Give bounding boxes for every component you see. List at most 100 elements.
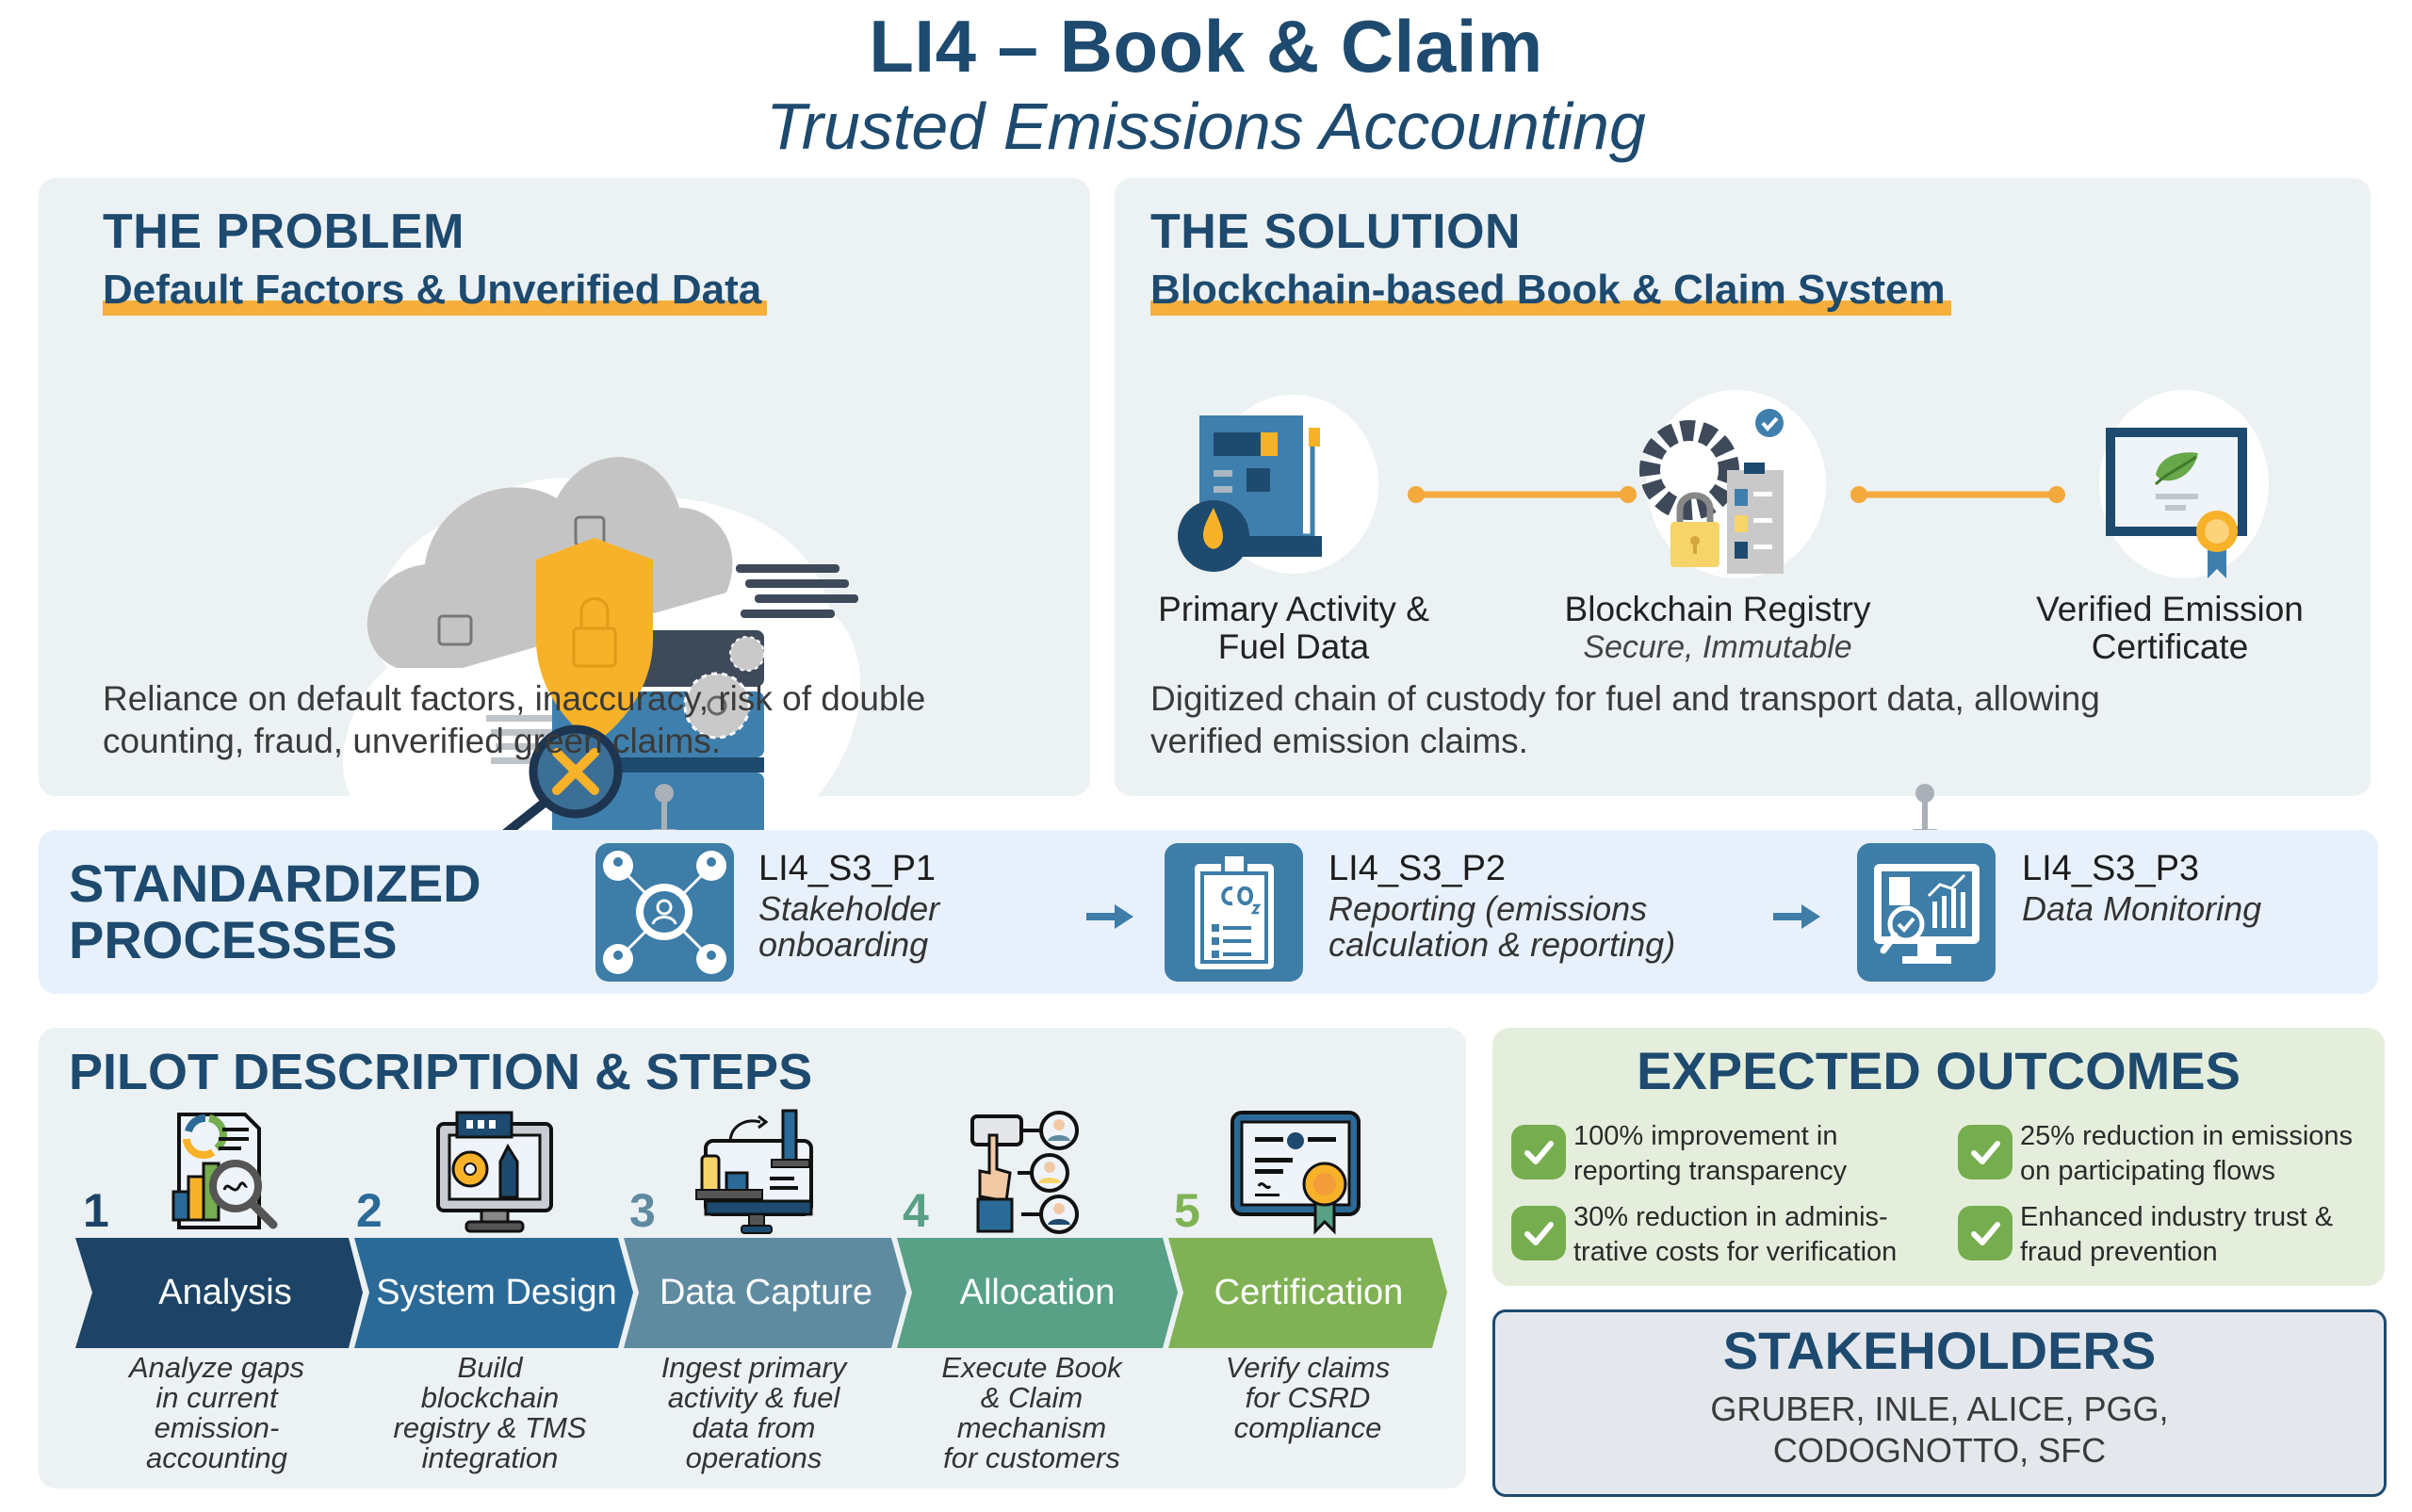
allocation-hand-people-icon	[970, 1111, 1079, 1234]
certification-document-icon	[1230, 1111, 1361, 1235]
process-name-line: Data Monitoring	[2022, 889, 2262, 928]
stakeholders-list: GRUBER, INLE, ALICE, PGG, CODOGNOTTO, SF…	[1492, 1389, 2387, 1471]
solution-description: Digitized chain of custody for fuel and …	[1150, 677, 2100, 762]
process-name-line: Reporting (emissions	[1328, 889, 1648, 928]
analysis-report-icon	[171, 1113, 278, 1229]
database-shield-magnifier-icon	[342, 457, 861, 856]
process-name: Stakeholder onboarding	[758, 891, 939, 963]
process-code: LI4_S3_P3	[2022, 849, 2200, 888]
step-description-line: for CSRD	[1245, 1381, 1371, 1414]
process-name: Data Monitoring	[2022, 891, 2261, 927]
step-description: Verify claims for CSRD compliance	[1185, 1353, 1430, 1443]
solution-description-line: Digitized chain of custody for fuel and …	[1150, 679, 2100, 718]
check-icon	[1958, 1206, 2013, 1260]
step-description: Execute Book & Claim mechanism for custo…	[909, 1353, 1154, 1473]
stakeholder-network-icon	[603, 851, 726, 974]
step-label-analysis: Analysis	[158, 1273, 292, 1312]
problem-description-line: Reliance on default factors, inaccuracy,…	[103, 679, 926, 718]
steps-chevron-row	[75, 1238, 1447, 1348]
stakeholders-panel	[1492, 1309, 2387, 1497]
solution-subheading-text: Blockchain-based Book & Claim System	[1150, 267, 1946, 313]
step-description-line: registry & TMS	[393, 1411, 587, 1444]
outcome-line: Enhanced industry trust &	[2020, 1202, 2334, 1232]
step-number: 3	[629, 1184, 656, 1237]
step-description-line: Ingest primary	[660, 1351, 847, 1384]
step-number: 1	[83, 1184, 109, 1237]
step-label-allocation: Allocation	[959, 1273, 1116, 1312]
step-number: 2	[356, 1184, 383, 1237]
step-description: Build blockchain registry & TMS integrat…	[367, 1353, 612, 1473]
highlight-bar	[1150, 301, 1951, 316]
page-title: LI4 – Book & Claim	[869, 5, 1543, 88]
step-description-line: & Claim	[980, 1381, 1084, 1414]
step-label-system-design: System Design	[376, 1273, 617, 1312]
stakeholders-line: CODOGNOTTO, SFC	[1772, 1431, 2107, 1470]
outcome-line: trative costs for verification	[1573, 1237, 1898, 1267]
solution-description-line: verified emission claims.	[1150, 722, 1528, 760]
flow-label-sub: Secure, Immutable	[1583, 629, 1852, 665]
chevron-step-1	[75, 1238, 363, 1348]
step-description-line: mechanism	[956, 1411, 1107, 1444]
problem-heading: THE PROBLEM	[103, 204, 464, 259]
flow-label-blockchain-registry: Blockchain Registry Secure, Immutable	[1529, 591, 1906, 666]
problem-description: Reliance on default factors, inaccuracy,…	[103, 677, 925, 762]
title-line: STANDARDIZED	[69, 854, 481, 913]
flow-label-line: Fuel Data	[1217, 627, 1370, 666]
solution-subheading: Blockchain-based Book & Claim System	[1150, 267, 1951, 316]
process-icon-box	[1857, 843, 1996, 982]
step-label-data-capture: Data Capture	[659, 1273, 872, 1312]
outcome-line: 30% reduction in adminis-	[1573, 1202, 1888, 1232]
outcome-line: fraud prevention	[2020, 1237, 2218, 1267]
step-description-line: activity & fuel	[667, 1381, 840, 1414]
solution-heading: THE SOLUTION	[1150, 204, 1522, 259]
problem-subheading-text: Default Factors & Unverified Data	[103, 267, 762, 313]
process-name-line: onboarding	[758, 925, 929, 964]
step-description: Ingest primary activity & fuel data from…	[631, 1353, 876, 1473]
chevron-step-3	[624, 1238, 906, 1348]
step-description-line: Verify claims	[1225, 1351, 1391, 1384]
step-description-line: in current	[155, 1381, 278, 1414]
flow-label-line: Primary Activity &	[1158, 590, 1429, 628]
outcome-line: on participating flows	[2020, 1156, 2275, 1186]
flow-label-verified-certificate: Verified Emission Certificate	[1981, 591, 2358, 666]
standardized-processes-title: STANDARDIZED PROCESSES	[69, 855, 481, 968]
process-name-line: calculation & reporting)	[1328, 925, 1676, 964]
step-description-line: Execute Book	[941, 1351, 1122, 1384]
process-code: LI4_S3_P2	[1328, 849, 1507, 888]
step-description-line: Analyze gaps	[128, 1351, 305, 1384]
expected-outcomes-title: EXPECTED OUTCOMES	[1637, 1041, 2241, 1100]
flow-label-primary-activity: Primary Activity & Fuel Data	[1115, 591, 1473, 666]
fuel-pump-icon	[1178, 395, 1378, 574]
step-description-line: compliance	[1233, 1411, 1382, 1444]
outcome-item: 100% improvement in reporting transparen…	[1573, 1119, 1847, 1189]
process-icon-box	[1165, 843, 1303, 982]
flow-label-line: Certificate	[2091, 627, 2249, 666]
step-description-line: for customers	[943, 1441, 1120, 1474]
step-description-line: data from	[692, 1411, 816, 1444]
outcome-item: 25% reduction in emissions on participat…	[2020, 1119, 2353, 1189]
stakeholders-title: STAKEHOLDERS	[1722, 1321, 2157, 1380]
check-icon	[1511, 1125, 1566, 1179]
step-description-line: emission-	[154, 1411, 280, 1444]
highlight-bar	[103, 301, 768, 316]
check-icon	[1511, 1206, 1566, 1260]
step-number: 4	[903, 1184, 929, 1237]
check-icon	[1958, 1125, 2013, 1179]
outcome-line: reporting transparency	[1573, 1156, 1848, 1186]
chevron-step-4	[897, 1238, 1178, 1348]
stakeholders-line: GRUBER, INLE, ALICE, PGG,	[1710, 1390, 2169, 1428]
arrow-right-icon	[1086, 904, 1133, 929]
page-subtitle: Trusted Emissions Accounting	[766, 89, 1646, 163]
step-description-line: operations	[685, 1441, 823, 1474]
outcome-line: 25% reduction in emissions	[2020, 1121, 2354, 1151]
process-code: LI4_S3_P1	[758, 849, 937, 888]
gear-lock-clipboard-icon	[1639, 390, 1826, 578]
problem-subheading: Default Factors & Unverified Data	[103, 267, 768, 316]
arrow-right-icon	[1773, 904, 1820, 929]
monitor-analytics-icon	[1874, 864, 1980, 964]
flow-label-line: Verified Emission	[2036, 590, 2304, 628]
step-description: Analyze gaps in current emission- accoun…	[94, 1353, 339, 1473]
process-name-line: Stakeholder	[758, 889, 940, 928]
title-line: PROCESSES	[69, 910, 398, 969]
process-icon-box	[595, 843, 734, 982]
